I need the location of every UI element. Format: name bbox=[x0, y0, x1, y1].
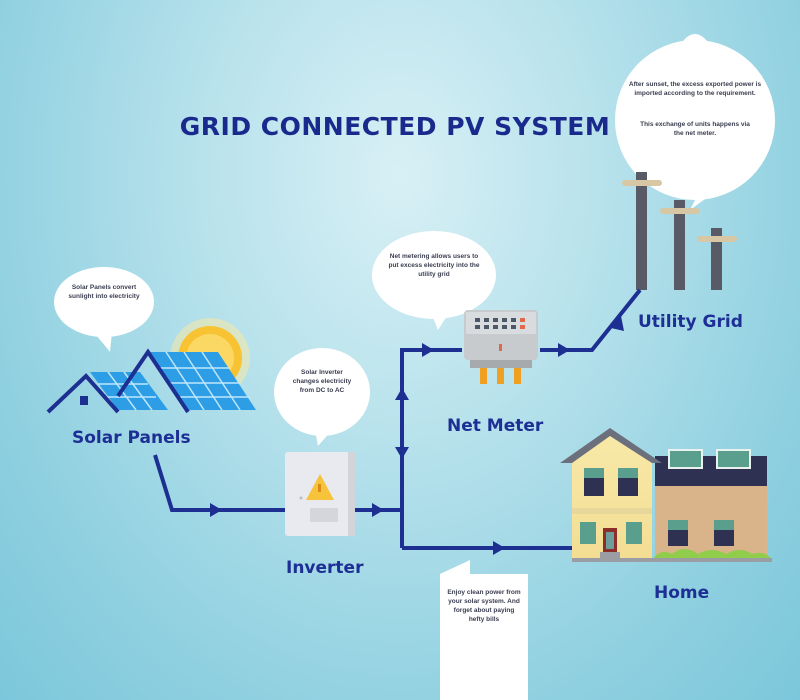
label-utility-grid: Utility Grid bbox=[638, 312, 743, 332]
wires bbox=[153, 288, 642, 550]
bubble-utility-grid bbox=[615, 34, 775, 210]
label-net-meter: Net Meter bbox=[447, 416, 544, 436]
wire-junction-to-meter bbox=[400, 348, 462, 548]
solar-panels-icon bbox=[46, 348, 256, 414]
arrow-right-icon bbox=[422, 343, 434, 357]
note-text-home: Enjoy clean power from your solar system… bbox=[447, 589, 521, 623]
arrow-down-icon bbox=[395, 447, 409, 459]
home-icon bbox=[560, 428, 772, 562]
bubble-net-meter bbox=[372, 231, 496, 330]
arrow-up-right-icon bbox=[611, 316, 624, 331]
note-home bbox=[440, 560, 528, 700]
label-home: Home bbox=[654, 583, 710, 603]
utility-grid-poles-icon bbox=[622, 172, 737, 290]
wire-panels-to-inverter bbox=[153, 454, 285, 512]
bubble-text-utility-grid-1: After sunset, the excess exported power … bbox=[628, 81, 762, 97]
inverter-icon bbox=[285, 452, 355, 536]
bubble-text-utility-grid-2: This exchange of units happens via the n… bbox=[640, 121, 750, 137]
bubble-inverter bbox=[274, 348, 370, 446]
arrow-right-icon bbox=[210, 503, 222, 517]
bubble-text-solar-panels: Solar Panels convert sunlight into elect… bbox=[68, 284, 140, 300]
arrow-right-icon bbox=[372, 503, 384, 517]
bubble-text-inverter: Solar Inverter changes electricity from … bbox=[292, 369, 352, 394]
arrow-right-icon bbox=[558, 343, 570, 357]
arrow-right-icon bbox=[493, 541, 505, 555]
flow-arrows bbox=[210, 316, 624, 555]
label-inverter: Inverter bbox=[286, 558, 364, 578]
bubble-text-net-meter: Net metering allows users to put excess … bbox=[388, 253, 480, 278]
wire-meter-to-grid bbox=[540, 288, 642, 352]
net-meter-icon bbox=[464, 310, 538, 384]
arrow-up-icon bbox=[395, 388, 409, 400]
page-title: GRID CONNECTED PV SYSTEM bbox=[179, 112, 611, 141]
label-solar-panels: Solar Panels bbox=[72, 428, 191, 448]
bubble-solar-panels bbox=[54, 267, 154, 352]
